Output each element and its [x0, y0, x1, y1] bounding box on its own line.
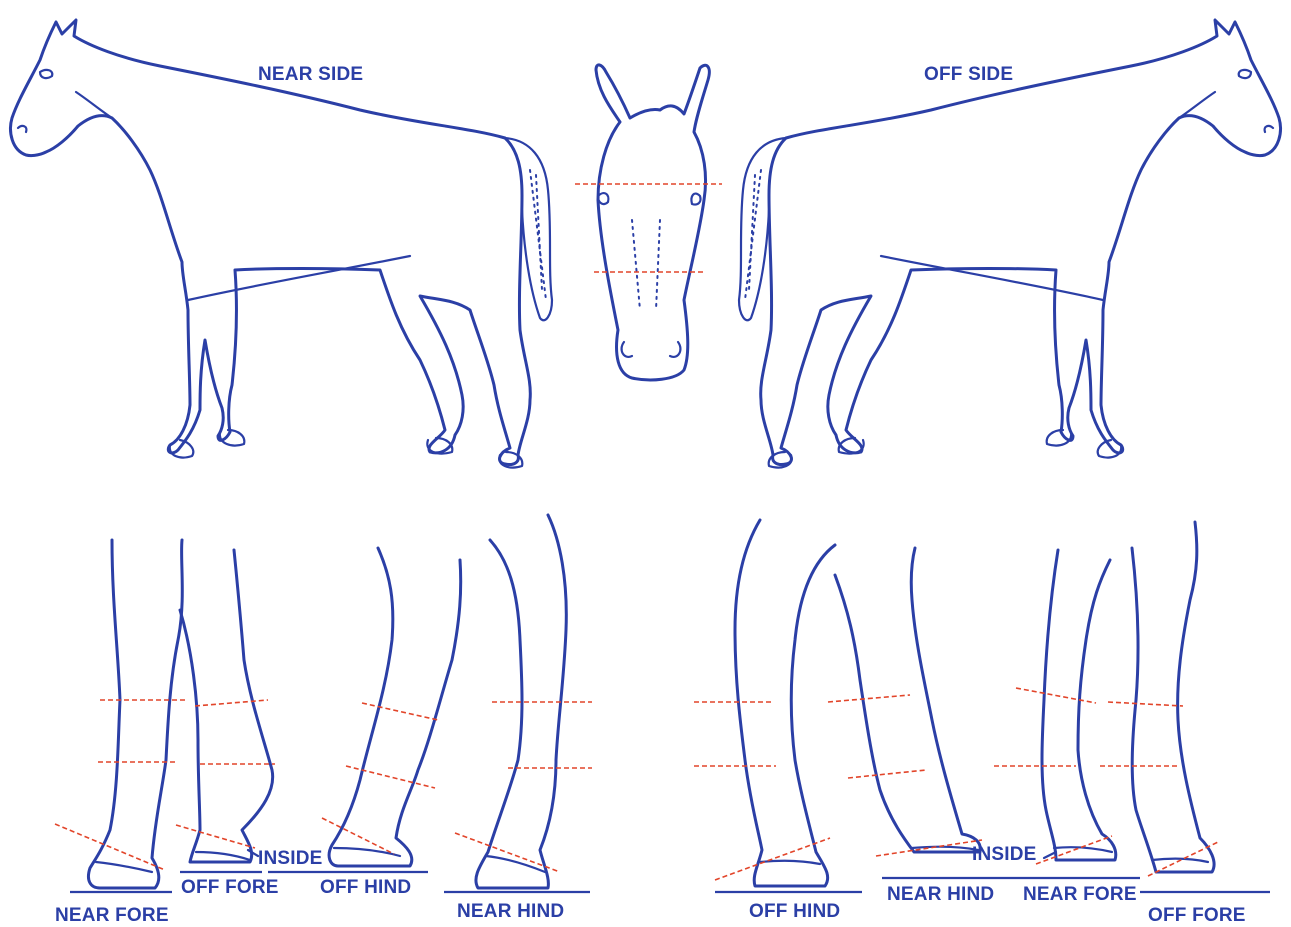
head-outline [596, 65, 709, 380]
head-right-nostril [670, 342, 680, 357]
near-side-horse-nostril [18, 126, 26, 132]
right-nf-line-1 [1016, 688, 1096, 703]
left-near-fore-label: NEAR FORE [55, 905, 169, 927]
left-off-fore-leg [180, 550, 273, 862]
left-near-fore-leg [88, 540, 182, 888]
left-oh-line-1 [362, 703, 438, 720]
right-near-fore-leg [1042, 550, 1116, 860]
off-side-label: OFF SIDE [924, 64, 1013, 86]
right-off-hind-leg [735, 520, 835, 886]
right-nh-line-1 [828, 695, 910, 702]
left-near-hind-label: NEAR HIND [457, 901, 564, 923]
right-of-line-1 [1108, 702, 1183, 706]
head-right-eye [691, 194, 700, 205]
near-side-horse [11, 20, 552, 468]
head-left-eye [598, 193, 608, 204]
left-leg-group [70, 515, 590, 892]
head-left-nostril [622, 342, 632, 357]
off-side-horse [739, 20, 1280, 468]
near-side-label: NEAR SIDE [258, 64, 363, 86]
near-side-horse-hoof-of [220, 430, 245, 446]
right-leg-group [715, 520, 1270, 892]
near-side-horse-tail [505, 138, 552, 320]
right-off-hind-label: OFF HIND [749, 901, 840, 923]
head-front-view [596, 65, 709, 380]
near-side-horse-body-outline [11, 20, 531, 465]
right-inside-label: INSIDE [972, 844, 1037, 866]
left-off-hind-label: OFF HIND [320, 877, 411, 899]
near-side-horse-jaw [76, 92, 112, 118]
left-of-line-1 [195, 700, 268, 706]
near-side-horse-belly [188, 256, 410, 300]
right-near-hind-label: NEAR HIND [887, 884, 994, 906]
right-off-fore-leg [1132, 522, 1214, 872]
right-near-fore-label: NEAR FORE [1023, 884, 1137, 906]
left-off-fore-label: OFF FORE [181, 877, 279, 899]
off-side-horse-tail [739, 138, 786, 320]
off-side-horse-body-outline [761, 20, 1281, 465]
near-side-horse-eye [40, 70, 52, 78]
right-oh-line-3 [715, 838, 830, 880]
right-off-fore-label: OFF FORE [1148, 905, 1246, 927]
left-off-hind-leg [329, 548, 461, 866]
right-nh-line-2 [848, 770, 926, 778]
left-inside-label: INSIDE [258, 848, 323, 870]
